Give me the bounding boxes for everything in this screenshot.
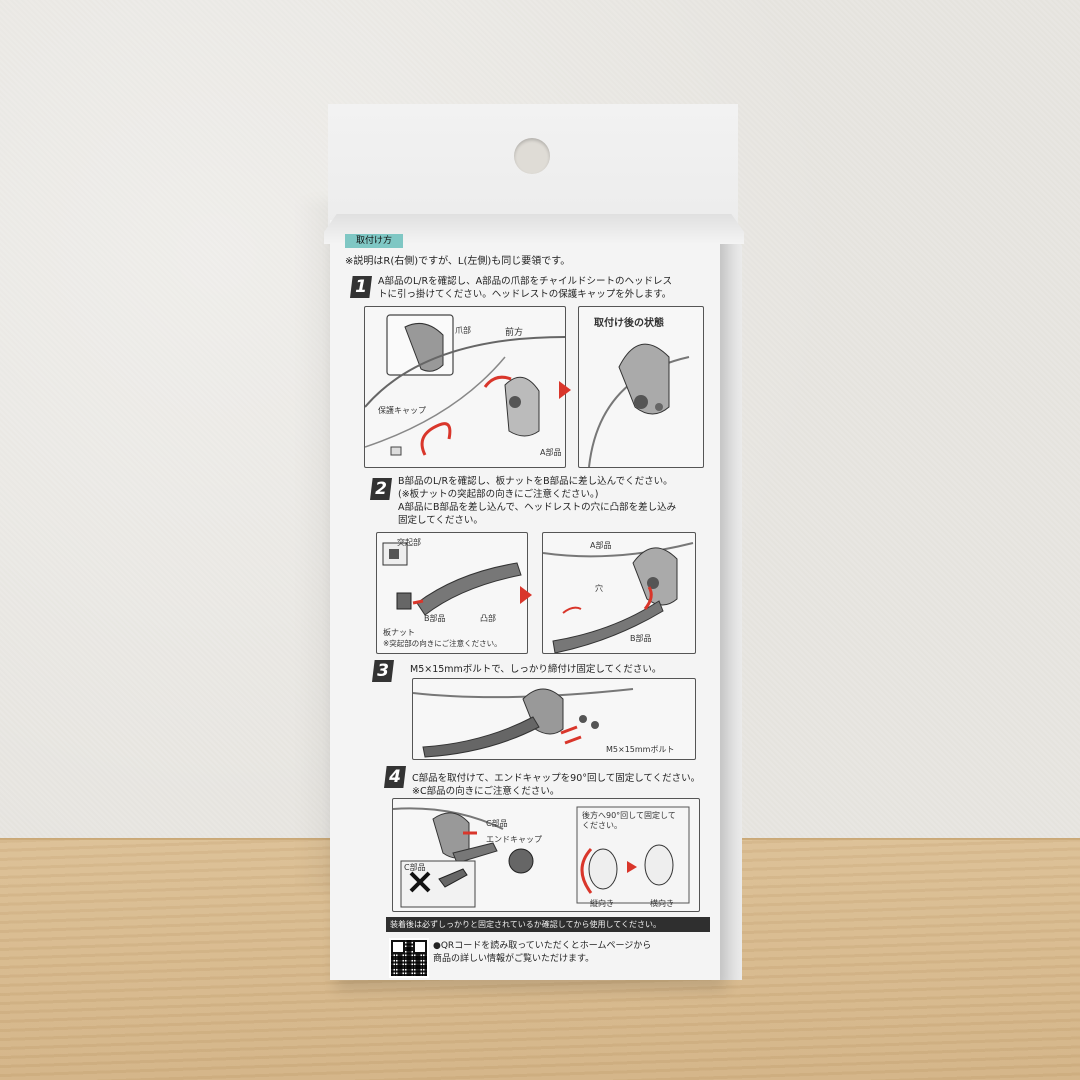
label-part-b-2: B部品 [630,634,652,643]
label-claw: 爪部 [455,326,471,335]
instructions-note: ※説明はR(右側)ですが、L(左側)も同じ要領です。 [345,256,571,267]
step-2-text-1: B部品のL/Rを確認し、板ナットをB部品に差し込んでください。 [398,476,673,487]
step-3-text-1: M5×15mmボルトで、しっかり締付け固定してください。 [410,664,662,675]
label-protrusion: 突起部 [397,538,421,547]
step-1-panel-after [578,306,704,468]
safety-banner: 装着後は必ずしっかりと固定されているか確認してから使用してください。 [386,917,710,932]
label-convex: 凸部 [480,614,496,623]
step-1-illustration-before [364,314,566,456]
label-vertical: 縦向き [590,899,614,908]
box-side-face [716,215,742,980]
label-hole: 穴 [595,584,603,593]
qr-text-line-1: ●QRコードを読み取っていただくとホームページから [433,941,652,951]
step-4-number: 4 [384,766,406,788]
label-horizontal: 横向き [650,899,674,908]
qr-text: ●QRコードを読み取っていただくとホームページから 商品の詳しい情報がご覧いただ… [433,940,713,966]
step-3-number: 3 [372,660,394,682]
label-part-c: C部品 [486,819,508,828]
label-front: 前方 [505,328,524,338]
step-2-arrow [520,586,532,604]
step-2-illustration-left [382,542,522,616]
step-4-illustration [392,806,690,908]
label-plate-note: ※突起部の向きにご注意ください。 [383,639,502,648]
label-protective-cap: 保護キャップ [378,406,426,415]
step-2-panel-right [542,532,696,654]
step-2-illustration-right [542,542,694,654]
step-1-illustration-after [588,343,690,468]
step-3-illustration [412,688,634,758]
step-4-text-2: ※C部品の向きにご注意ください。 [412,786,560,797]
label-part-c-wrong: C部品 [404,863,426,872]
label-rotate-note-2: ください。 [582,821,622,830]
step-2-text-2: (※板ナットの突起部の向きにご注意ください。) [398,489,599,500]
label-bolt: M5×15mmボルト [606,745,675,754]
qr-text-line-2: 商品の詳しい情報がご覧いただけます。 [433,954,595,964]
label-end-cap: エンドキャップ [486,835,542,844]
label-after-state: 取付け後の状態 [594,318,664,329]
instructions-tag: 取付け方 [345,234,403,248]
label-part-a: A部品 [540,448,562,457]
label-plate-nut: 板ナット [383,628,415,637]
step-2-panel-left [376,532,528,654]
qr-code [389,938,429,978]
step-1-number: 1 [350,276,372,298]
step-4-panel [392,798,700,912]
step-2-number: 2 [370,478,392,500]
label-rotate-note-1: 後方へ90°回して固定して [582,811,676,820]
step-2-text-4: 固定してください。 [398,515,483,526]
label-part-b: B部品 [424,614,446,623]
hang-hole [514,138,550,174]
step-1-panel-before [364,306,566,468]
step-4-text-1: C部品を取付けて、エンドキャップを90°回して固定してください。 [412,773,701,784]
step-3-panel [412,678,696,760]
label-part-a-2: A部品 [590,541,612,550]
step-2-text-3: A部品にB部品を差し込んで、ヘッドレストの穴に凸部を差し込み [398,502,677,513]
step-1-text-1: A部品のL/Rを確認し、A部品の爪部をチャイルドシートのヘッドレス [378,276,672,287]
step-1-text-2: トに引っ掛けてください。ヘッドレストの保護キャップを外します。 [378,289,672,300]
step-1-arrow [559,381,571,399]
